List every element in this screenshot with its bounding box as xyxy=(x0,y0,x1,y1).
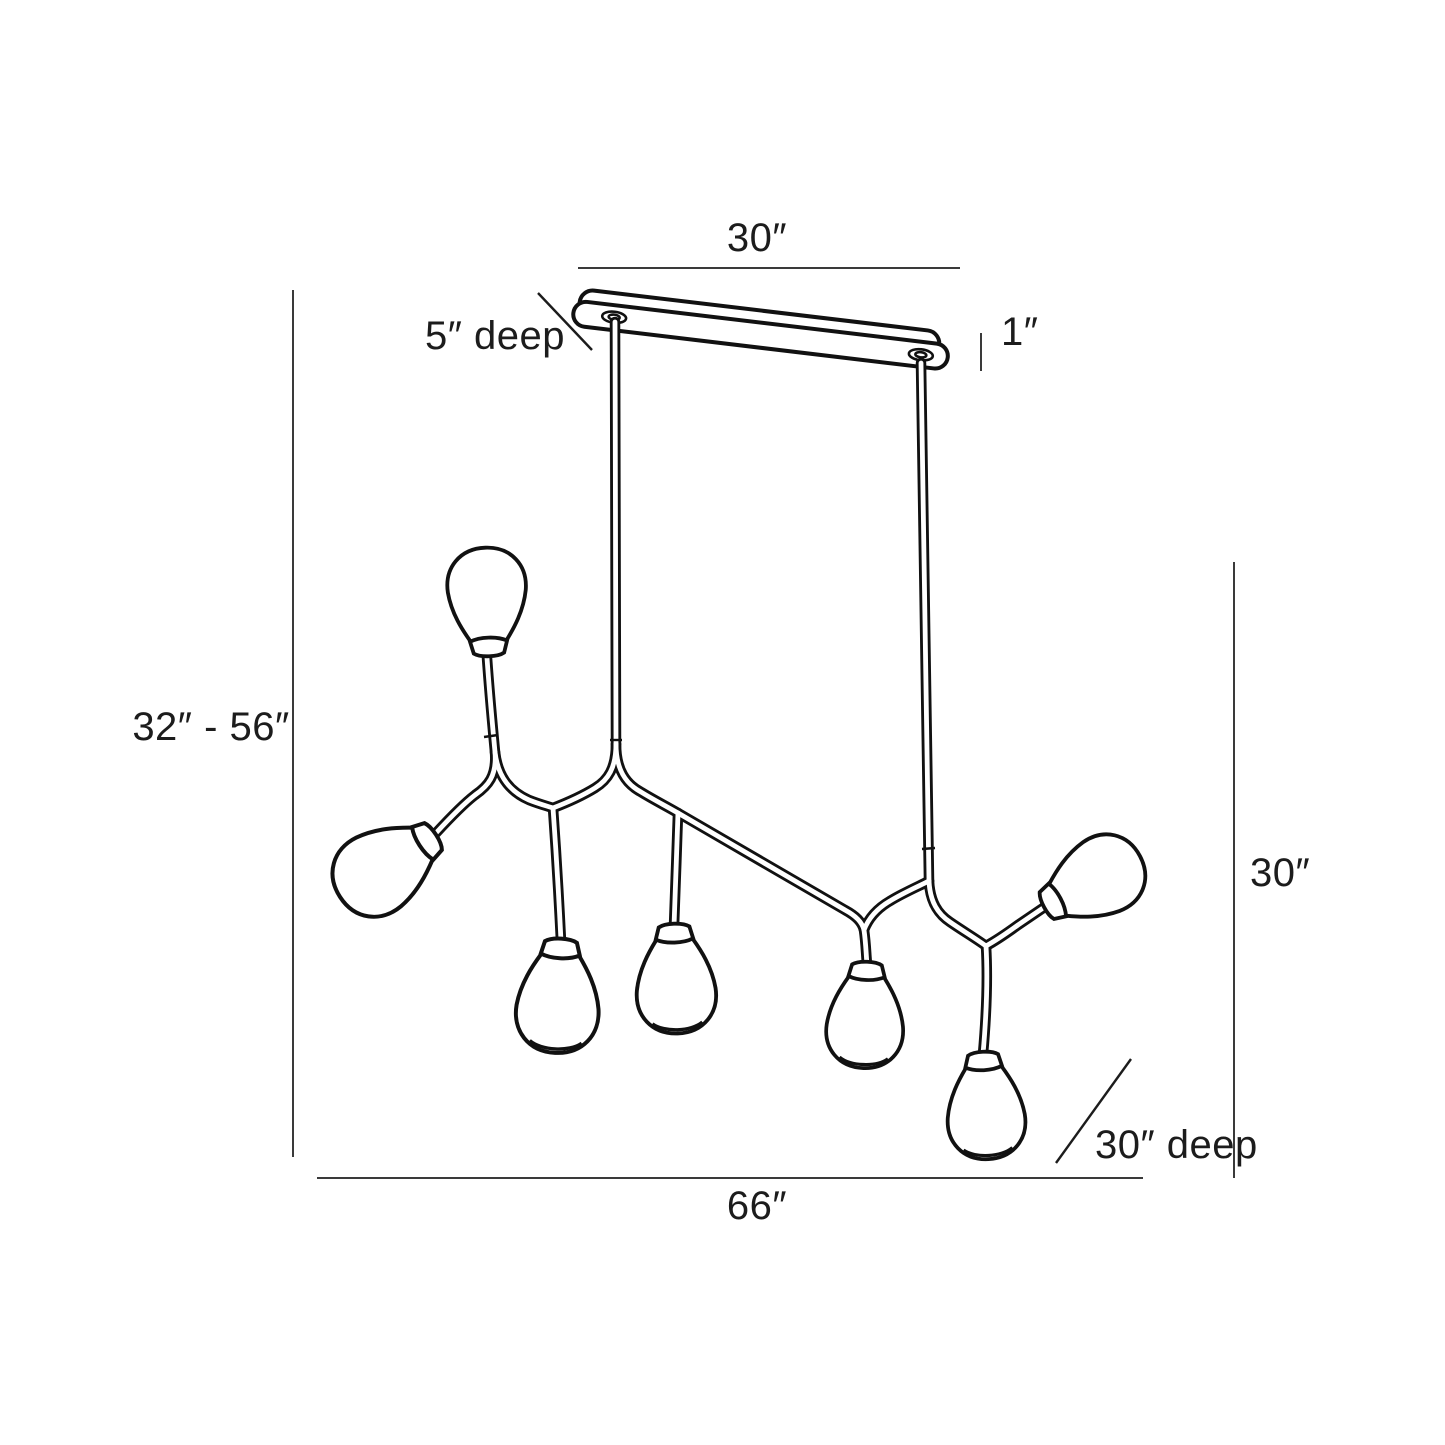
shade-bottom-right xyxy=(942,1047,1030,1164)
branch-frame-inner xyxy=(433,319,1049,1057)
shade-bottom-left xyxy=(514,936,603,1055)
dimension-annotations: 30″ 5″ deep 1″ 32″ - 56″ 30″ 30″ deep 66… xyxy=(132,216,1310,1228)
canopy-stem-hole-right xyxy=(914,350,928,359)
label-canopy-thickness: 1″ xyxy=(1001,310,1038,354)
label-canopy-depth: 5″ deep xyxy=(425,314,565,358)
label-fixture-height: 30″ xyxy=(1250,851,1310,895)
shade-right xyxy=(1023,819,1161,944)
shade-bottom-center xyxy=(632,920,720,1037)
label-canopy-width: 30″ xyxy=(727,216,787,260)
leader-canopy-depth xyxy=(537,292,593,351)
canopy-front-plate xyxy=(571,299,950,371)
label-overall-height: 32″ - 56″ xyxy=(132,705,289,749)
shade-bottom-center-right xyxy=(823,958,908,1072)
rod-connector-joints xyxy=(483,733,936,851)
branch-frame xyxy=(430,316,1052,1060)
branch-frame-outline xyxy=(430,316,1052,1060)
shade-left xyxy=(315,798,461,934)
label-fixture-width: 66″ xyxy=(727,1184,787,1228)
ceiling-canopy xyxy=(571,288,950,371)
shade-upper-left xyxy=(444,544,531,660)
leader-fixture-depth xyxy=(1055,1058,1132,1164)
label-fixture-depth: 30″ deep xyxy=(1095,1123,1258,1167)
